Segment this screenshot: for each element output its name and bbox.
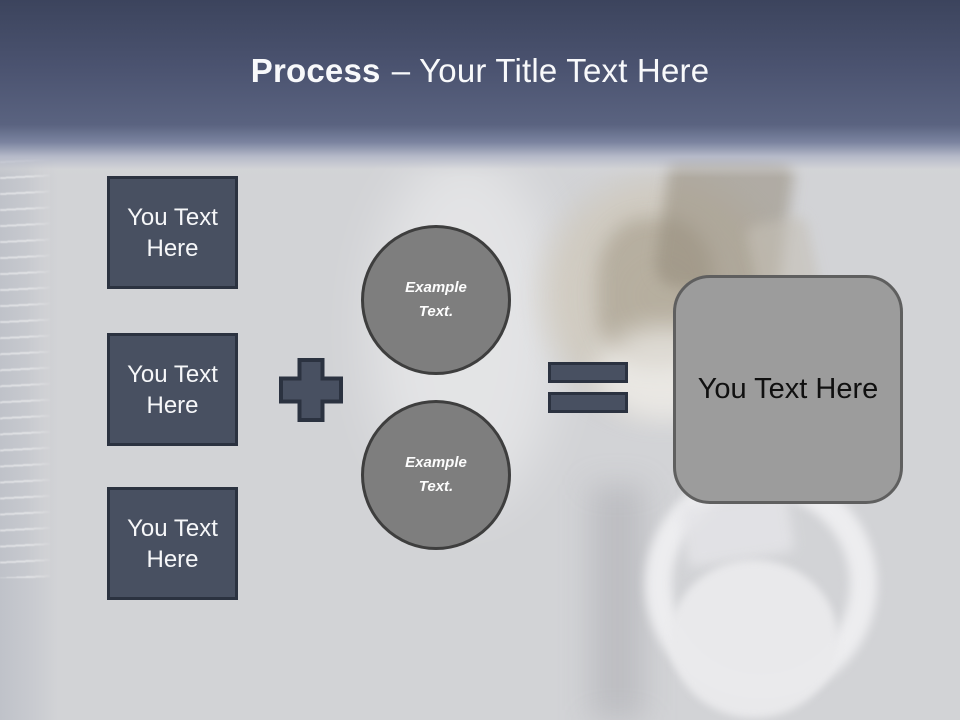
- plus-icon-glyph: [279, 358, 343, 422]
- title-subtitle: – Your Title Text Here: [391, 52, 710, 89]
- header-band: [0, 0, 960, 178]
- plus-icon: [278, 357, 344, 423]
- keyring-shadow: [590, 485, 645, 720]
- result-box-label: You Text Here: [697, 373, 879, 405]
- input-box-3[interactable]: You Text Here: [107, 487, 238, 600]
- wall-scratches-texture: [0, 138, 50, 578]
- example-circle-2-label: Example Text.: [405, 454, 467, 495]
- input-box-1[interactable]: You Text Here: [107, 176, 238, 289]
- equals-icon-top-bar: [548, 362, 628, 383]
- page-title: Process – Your Title Text Here: [0, 52, 960, 90]
- example-circle-1[interactable]: Example Text.: [361, 225, 511, 375]
- input-box-1-label: You Text Here: [127, 203, 218, 262]
- result-box[interactable]: You Text Here: [673, 275, 903, 504]
- example-circle-2[interactable]: Example Text.: [361, 400, 511, 550]
- title-keyword: Process: [250, 52, 381, 89]
- input-box-2-label: You Text Here: [127, 360, 218, 419]
- keyring-tag-blur: [670, 560, 838, 718]
- input-box-3-label: You Text Here: [127, 514, 218, 573]
- example-circle-1-label: Example Text.: [405, 279, 467, 320]
- equals-icon: [548, 362, 628, 413]
- equals-icon-bottom-bar: [548, 392, 628, 413]
- input-box-2[interactable]: You Text Here: [107, 333, 238, 446]
